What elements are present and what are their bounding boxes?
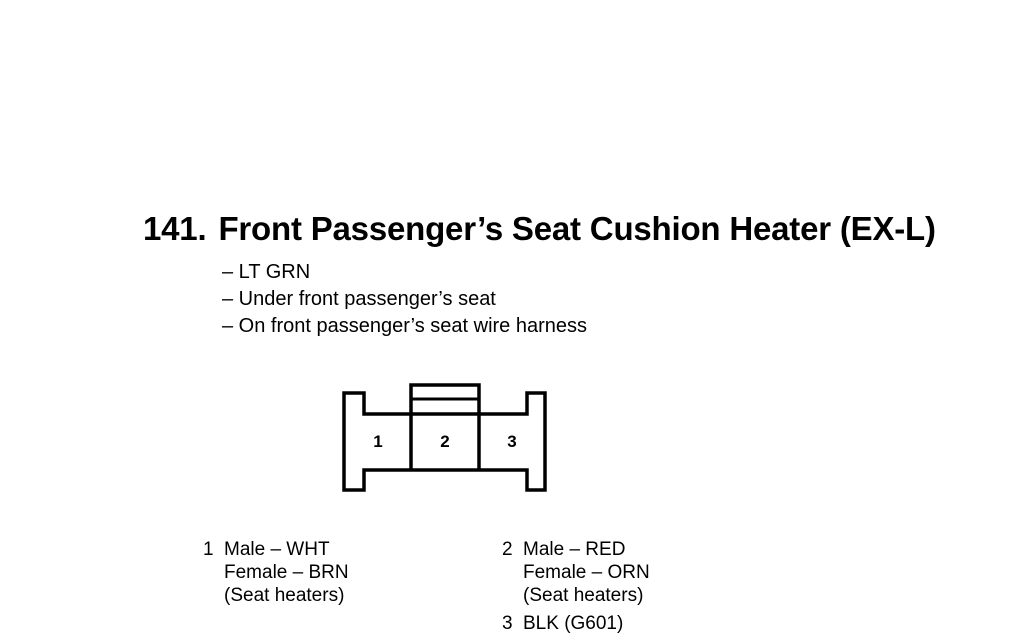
connector-title: 141. Front Passenger’s Seat Cushion Heate… bbox=[143, 210, 936, 248]
pinout-entry: 1 Male – WHT Female – BRN (Seat heaters) bbox=[203, 538, 349, 607]
pin-circuit: (Seat heaters) bbox=[523, 585, 644, 606]
cavity-label: 2 bbox=[440, 432, 449, 451]
pin-number: 2 bbox=[502, 539, 513, 560]
pinout-entry: 3 BLK (G601) bbox=[502, 612, 623, 635]
pinout-entry: 2 Male – RED Female – ORN (Seat heaters) bbox=[502, 538, 650, 607]
pin-number: 1 bbox=[203, 539, 214, 560]
pin-wire-female: Female – ORN bbox=[523, 562, 650, 583]
pin-number: 3 bbox=[502, 613, 513, 634]
pin-wire: BLK (G601) bbox=[523, 613, 624, 634]
pin-wire-male: Male – RED bbox=[523, 539, 626, 560]
pin-wire-female: Female – BRN bbox=[224, 562, 349, 583]
cavity-label: 3 bbox=[507, 432, 516, 451]
connector-harness: – On front passenger’s seat wire harness bbox=[222, 315, 588, 337]
connector-number: 141. bbox=[143, 210, 207, 247]
pin-circuit: (Seat heaters) bbox=[224, 585, 345, 606]
connector-housing bbox=[342, 391, 547, 492]
connector-color: – LT GRN bbox=[222, 261, 311, 283]
connector-location: – Under front passenger’s seat bbox=[222, 288, 496, 310]
cavity-label: 1 bbox=[373, 432, 382, 451]
connector-name: Front Passenger’s Seat Cushion Heater (E… bbox=[218, 210, 936, 247]
pin-wire-male: Male – WHT bbox=[224, 539, 330, 560]
connector-details: – LT GRN – Under front passenger’s seat … bbox=[222, 259, 587, 340]
